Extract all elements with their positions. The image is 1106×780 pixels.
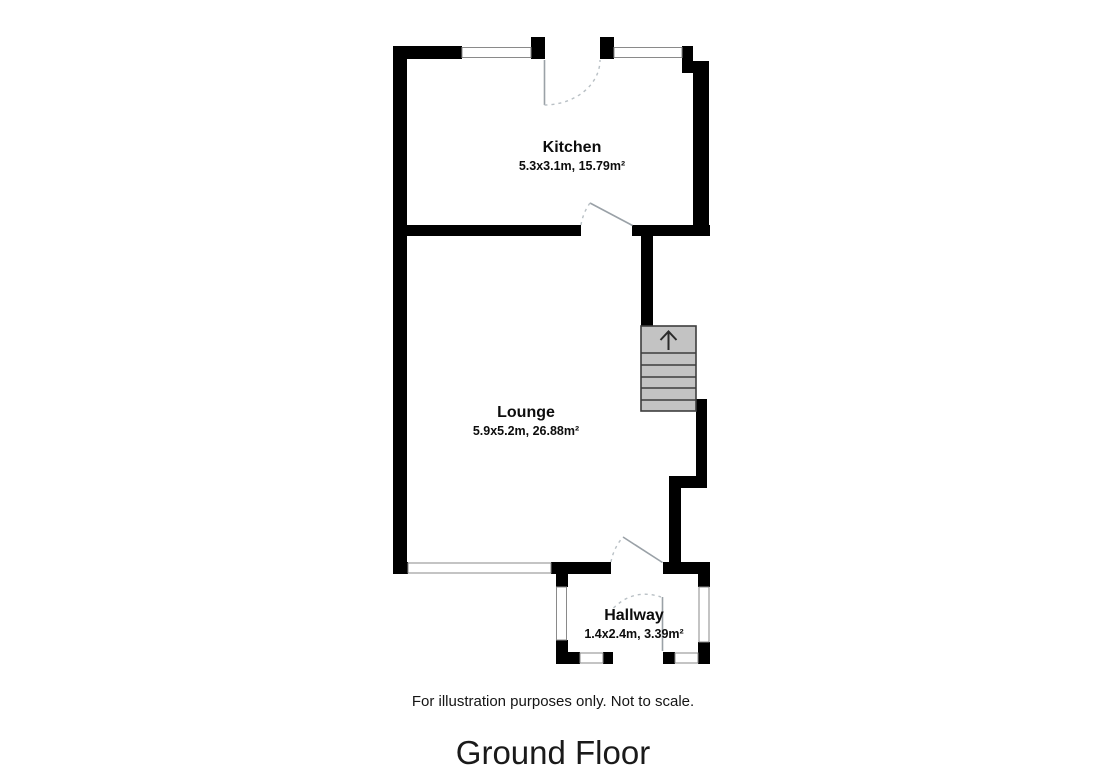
wall-segment xyxy=(696,399,707,488)
wall-segment xyxy=(393,46,407,574)
room-dimensions: 1.4x2.4m, 3.39m² xyxy=(584,627,684,641)
door-swing-arc xyxy=(544,59,601,106)
room-name: Lounge xyxy=(497,404,555,421)
room-dimensions: 5.3x3.1m, 15.79m² xyxy=(518,159,626,173)
wall-segment xyxy=(669,476,707,488)
walls xyxy=(393,37,710,664)
window-hallway-front-right xyxy=(674,652,699,664)
wall-segment xyxy=(641,236,653,327)
wall-segment xyxy=(693,61,709,236)
wall-segment xyxy=(603,652,613,664)
window-lounge-front xyxy=(407,562,552,574)
door-kitchen-rear xyxy=(543,59,601,106)
door-swing-arc xyxy=(580,202,591,226)
wall-segment xyxy=(393,562,408,574)
stairs-up-arrow-icon xyxy=(659,330,678,350)
wall-segment xyxy=(531,37,545,59)
wall-segment xyxy=(669,488,681,574)
window-kitchen-rear-left xyxy=(461,47,532,58)
room-label-hallway: Hallway 1.4x2.4m, 3.39m² xyxy=(584,606,683,642)
window-hallway-front-left xyxy=(579,652,604,664)
room-label-lounge: Lounge 5.9x5.2m, 26.88m² xyxy=(473,403,579,439)
wall-segment xyxy=(663,652,675,664)
wall-segment xyxy=(682,46,693,73)
window-kitchen-rear-right xyxy=(613,47,683,58)
door-leaf xyxy=(589,202,633,227)
wall-segment xyxy=(556,574,568,587)
room-label-kitchen: Kitchen 5.3x3.1m, 15.79m² xyxy=(519,138,625,174)
room-dimensions: 5.9x5.2m, 26.88m² xyxy=(472,424,580,438)
door-lounge-to-hallway xyxy=(610,536,663,564)
window-hallway-left xyxy=(556,586,567,641)
door-kitchen-to-lounge xyxy=(580,202,633,227)
door-swing-arc xyxy=(610,536,624,563)
wall-segment xyxy=(698,574,710,587)
wall-segment xyxy=(632,225,710,236)
door-hallway-front xyxy=(613,593,664,651)
wall-segment xyxy=(698,652,710,664)
wall-segment xyxy=(663,562,710,574)
wall-segment xyxy=(556,652,580,664)
disclaimer-text: For illustration purposes only. Not to s… xyxy=(411,693,695,710)
wall-segment xyxy=(551,562,611,574)
window-hallway-right xyxy=(698,586,710,643)
wall-segment xyxy=(393,46,462,59)
staircase xyxy=(640,325,697,412)
room-name: Hallway xyxy=(604,607,664,624)
door-leaf xyxy=(622,536,663,564)
page-title: Ground Floor xyxy=(455,734,651,771)
room-name: Kitchen xyxy=(542,139,602,156)
wall-segment xyxy=(600,37,614,59)
windows xyxy=(407,47,710,664)
wall-segment xyxy=(393,225,581,236)
